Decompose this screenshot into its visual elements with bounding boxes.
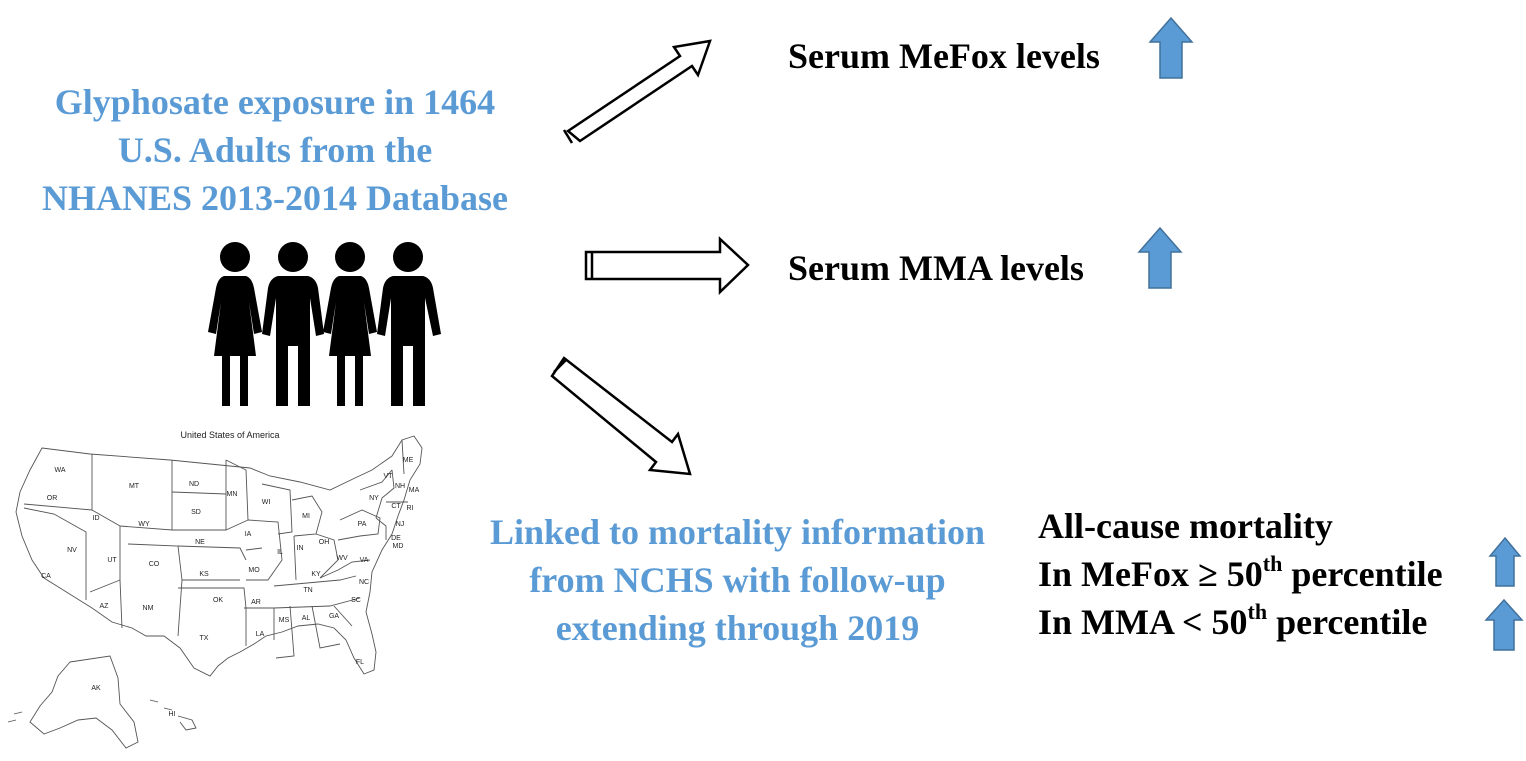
state-label-mo: MO (248, 567, 260, 574)
up-arrow-icon (1137, 226, 1183, 289)
state-label-ga: GA (329, 613, 339, 620)
state-label-wi: WI (262, 499, 271, 506)
linkage-title: Linked to mortality information from NCH… (455, 508, 1020, 652)
exposure-title: Glyphosate exposure in 1464 U.S. Adults … (10, 78, 540, 222)
state-label-pa: PA (358, 521, 367, 528)
mortality-line-3-sup: th (1247, 599, 1268, 624)
mortality-line-2-prefix: In MeFox ≥ 50 (1038, 554, 1263, 594)
state-label-ca: CA (41, 573, 51, 580)
mortality-line-3: In MMA < 50th percentile (1038, 600, 1427, 644)
us-map-icon: WA OR ID MT ND SD WY NE NV CA UT CO KS AZ NM OK TX MN IA MO… (7, 435, 423, 749)
state-label-ne: NE (195, 539, 205, 546)
mortality-line-1: All-cause mortality (1038, 506, 1333, 546)
flow-arrow-to-mortality (550, 356, 692, 476)
state-label-nc: NC (359, 579, 369, 586)
mortality-line-2: In MeFox ≥ 50th percentile (1038, 552, 1443, 596)
state-label-ms: MS (279, 617, 290, 624)
state-label-vt: VT (384, 473, 394, 480)
state-label-ky: KY (311, 571, 321, 578)
mortality-line-2-suffix: percentile (1282, 554, 1443, 594)
state-label-il: IL (277, 549, 283, 556)
state-label-in: IN (297, 545, 304, 552)
state-label-id: ID (93, 515, 100, 522)
state-label-md: MD (393, 543, 404, 550)
exposure-title-line-1: Glyphosate exposure in 1464 (54, 82, 496, 122)
outcome-mma-label: Serum MMA levels (788, 248, 1084, 288)
state-label-sc: SC (351, 597, 361, 604)
state-label-al: AL (302, 615, 311, 622)
state-label-nv: NV (67, 547, 77, 554)
exposure-title-line-2: U.S. Adults from the (117, 130, 433, 170)
map-title: United States of America (180, 430, 280, 440)
state-label-me: ME (403, 457, 414, 464)
state-label-la: LA (256, 631, 265, 638)
mortality-line-3-suffix: percentile (1267, 602, 1428, 642)
linkage-title-line-3: extending through 2019 (555, 608, 920, 648)
state-label-tx: TX (200, 635, 209, 642)
state-label-fl: FL (356, 659, 364, 666)
state-label-ia: IA (245, 531, 252, 538)
state-label-co: CO (149, 561, 160, 568)
flow-arrow-to-mefox (562, 39, 712, 144)
up-arrow-icon (1484, 598, 1524, 651)
state-label-ak: AK (91, 685, 101, 692)
state-label-ct: CT (391, 503, 401, 510)
state-label-mt: MT (129, 483, 140, 490)
state-label-sd: SD (191, 509, 201, 516)
state-label-nh: NH (395, 483, 405, 490)
state-label-ar: AR (251, 599, 261, 606)
outcome-mefox-label: Serum MeFox levels (788, 36, 1100, 76)
state-label-ny: NY (369, 495, 379, 502)
state-label-az: AZ (100, 603, 110, 610)
people-group-icon (208, 242, 441, 406)
state-label-mi: MI (302, 513, 310, 520)
state-label-tn: TN (303, 587, 312, 594)
state-label-wa: WA (54, 467, 65, 474)
up-arrow-icon (1488, 536, 1522, 587)
state-label-or: OR (47, 495, 58, 502)
state-label-wy: WY (138, 521, 150, 528)
state-label-va: VA (360, 557, 369, 564)
state-label-nd: ND (189, 481, 199, 488)
flow-arrow-to-mma (584, 236, 750, 295)
mortality-line-3-prefix: In MMA < 50 (1038, 602, 1248, 642)
state-labels: WA OR ID MT ND SD WY NE NV CA UT CO KS AZ NM OK TX MN IA MO… (41, 457, 419, 718)
state-label-ok: OK (213, 597, 223, 604)
state-label-hi: HI (169, 711, 176, 718)
state-label-ut: UT (107, 557, 117, 564)
state-label-oh: OH (319, 539, 330, 546)
state-label-ks: KS (199, 571, 209, 578)
linkage-title-line-2: from NCHS with follow-up (529, 560, 946, 600)
state-label-nm: NM (143, 605, 154, 612)
linkage-title-line-1: Linked to mortality information (490, 512, 985, 552)
up-arrow-icon (1148, 16, 1194, 79)
state-label-ma: MA (409, 487, 420, 494)
state-label-wv: WV (336, 555, 348, 562)
exposure-title-line-3: NHANES 2013-2014 Database (41, 178, 508, 218)
state-label-ri: RI (407, 505, 414, 512)
state-label-de: DE (391, 535, 401, 542)
state-label-mn: MN (227, 491, 238, 498)
mortality-line-2-sup: th (1262, 551, 1283, 576)
state-label-nj: NJ (396, 521, 405, 528)
